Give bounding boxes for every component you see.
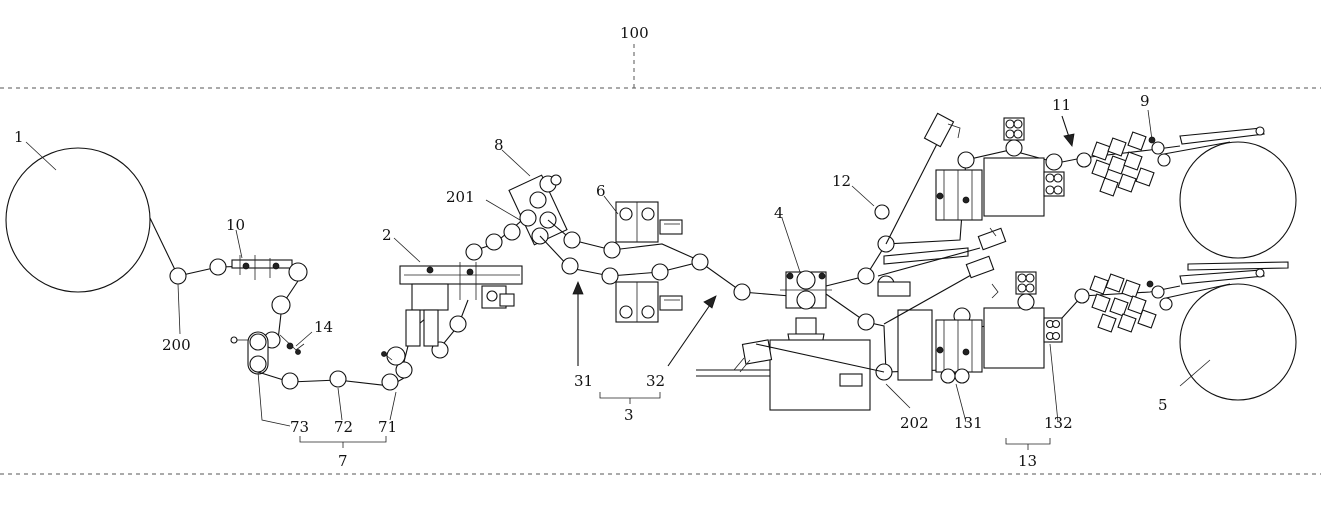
label-6: 6: [596, 182, 606, 200]
label-2: 2: [382, 226, 392, 244]
guide-roller: [504, 224, 520, 240]
leader-14: [296, 332, 312, 346]
leader-202: [886, 384, 910, 408]
unit-11-upper: [936, 118, 1064, 220]
guide-roller: [734, 284, 750, 300]
leader-71: [390, 392, 396, 420]
label-10: 10: [226, 216, 245, 234]
leader-4: [782, 218, 800, 272]
label-7: 7: [338, 452, 348, 470]
label-131: 131: [954, 414, 983, 432]
guide-roller: [858, 314, 874, 330]
label-31: 31: [574, 372, 593, 390]
arrow-11-head: [1064, 134, 1074, 146]
label-5: 5: [1158, 396, 1168, 414]
guide-roller: [289, 263, 307, 281]
label-73: 73: [290, 418, 309, 436]
arrow-31-head: [573, 282, 583, 294]
leader-8: [502, 150, 530, 176]
label-4: 4: [774, 204, 784, 222]
unwind-roll: [6, 148, 150, 292]
rewind-roll-lower: [1180, 284, 1296, 400]
unit-14: [264, 332, 304, 355]
guide-roller: [272, 296, 290, 314]
label-13: 13: [1018, 452, 1037, 470]
label-72: 72: [334, 418, 353, 436]
unit-10: [232, 255, 292, 280]
label-9: 9: [1140, 92, 1150, 110]
guide-roller: [858, 268, 874, 284]
label-132: 132: [1044, 414, 1073, 432]
label-201: 201: [446, 188, 475, 206]
guide-roller: [692, 254, 708, 270]
bracket-3: [600, 392, 660, 404]
label-11: 11: [1052, 96, 1071, 114]
guide-roller: [486, 234, 502, 250]
bracket-7: [300, 436, 386, 448]
guide-roller: [652, 264, 668, 280]
leader-10: [236, 230, 242, 258]
unit-13-lower: [876, 256, 1062, 383]
guide-roller: [170, 268, 186, 284]
label-202: 202: [900, 414, 929, 432]
leader-200: [178, 284, 180, 334]
label-100: 100: [620, 24, 649, 42]
unit-2: [400, 262, 522, 346]
bracket-13: [1006, 438, 1050, 450]
guide-roller: [604, 242, 620, 258]
leader-132: [1050, 344, 1058, 422]
label-14: 14: [314, 318, 333, 336]
accumulator-7: [231, 332, 412, 390]
leader-72: [338, 388, 342, 420]
guide-roller: [210, 259, 226, 275]
label-32: 32: [646, 372, 665, 390]
label-12: 12: [832, 172, 851, 190]
label-71: 71: [378, 418, 397, 436]
arrow-32: [668, 302, 712, 366]
leader-9: [1148, 110, 1152, 140]
arrow-32-head: [704, 296, 716, 308]
guide-roller: [450, 316, 466, 332]
label-200: 200: [162, 336, 191, 354]
guide-roller: [466, 244, 482, 260]
leader-2: [394, 238, 420, 262]
label-3: 3: [624, 406, 634, 424]
label-8: 8: [494, 136, 504, 154]
leader-12: [852, 186, 874, 206]
guide-roller: [562, 258, 578, 274]
unit-6: [616, 202, 682, 322]
lower-left-machine: [696, 340, 884, 410]
label-1: 1: [14, 128, 24, 146]
guide-roller: [564, 232, 580, 248]
rewind-roll-upper: [1180, 142, 1296, 258]
